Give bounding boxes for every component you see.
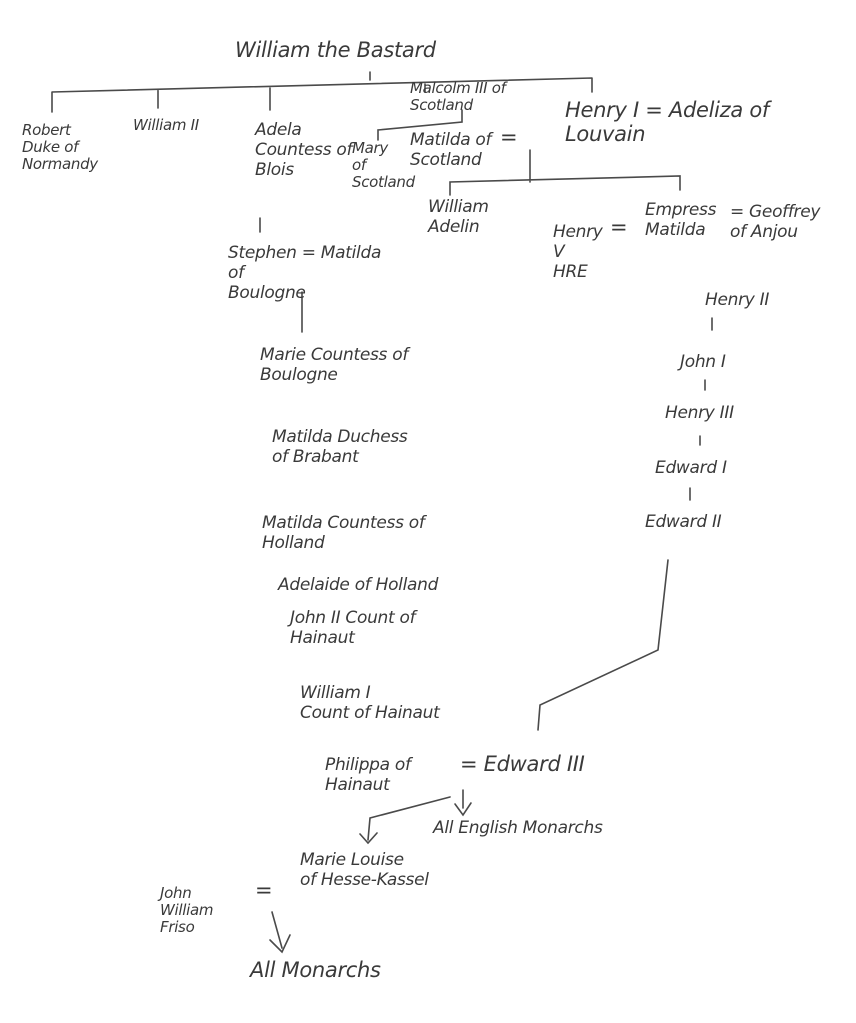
node-philippa-of-hainaut: Philippa of Hainaut [325, 755, 411, 795]
node-matilda-of-scotland: Matilda of Scotland [410, 130, 492, 170]
node-william-the-bastard: William the Bastard [235, 38, 436, 62]
node-edward-iii: = Edward III [460, 752, 585, 776]
marriage-sign: = [255, 878, 273, 902]
node-adelaide-of-holland: Adelaide of Holland [278, 575, 439, 595]
node-john-i: John I [680, 352, 726, 372]
marriage-sign: = [500, 125, 518, 149]
node-geoffrey-of-anjou: = Geoffrey of Anjou [730, 202, 821, 242]
node-marie-louise: Marie Louise of Hesse-Kassel [300, 850, 429, 890]
node-william-i-hainaut: William I Count of Hainaut [300, 683, 440, 723]
node-henry-ii: Henry II [705, 290, 770, 310]
node-adela: Adela Countess of Blois [255, 120, 353, 180]
node-edward-ii: Edward II [645, 512, 722, 532]
node-henry-i: Henry I = Adeliza of Louvain [565, 98, 769, 146]
marriage-sign: = [610, 215, 628, 239]
node-william-ii: William II [133, 116, 199, 134]
node-john-william-friso: John William Friso [160, 884, 214, 936]
node-matilda-countess-holland: Matilda Countess of Holland [262, 513, 425, 553]
node-edward-i: Edward I [655, 458, 727, 478]
node-malcolm-iii: Malcolm III of Scotland [410, 79, 506, 114]
node-matilda-duchess-brabant: Matilda Duchess of Brabant [272, 427, 408, 467]
node-henry-v: Henry V HRE [553, 222, 603, 282]
node-robert: Robert Duke of Normandy [22, 121, 98, 173]
node-empress-matilda: Empress Matilda [645, 200, 717, 240]
node-william-adelin: William Adelin [428, 197, 489, 237]
node-marie-countess-boulogne: Marie Countess of Boulogne [260, 345, 409, 385]
node-mary-of-scotland: Mary of Scotland [352, 139, 415, 191]
node-all-monarchs: All Monarchs [250, 958, 381, 982]
node-all-english-monarchs: All English Monarchs [433, 818, 603, 838]
node-stephen-matilda-boulogne: Stephen = Matilda of Boulogne [228, 243, 382, 303]
node-henry-iii: Henry III [665, 403, 734, 423]
node-john-ii-hainaut: John II Count of Hainaut [290, 608, 416, 648]
